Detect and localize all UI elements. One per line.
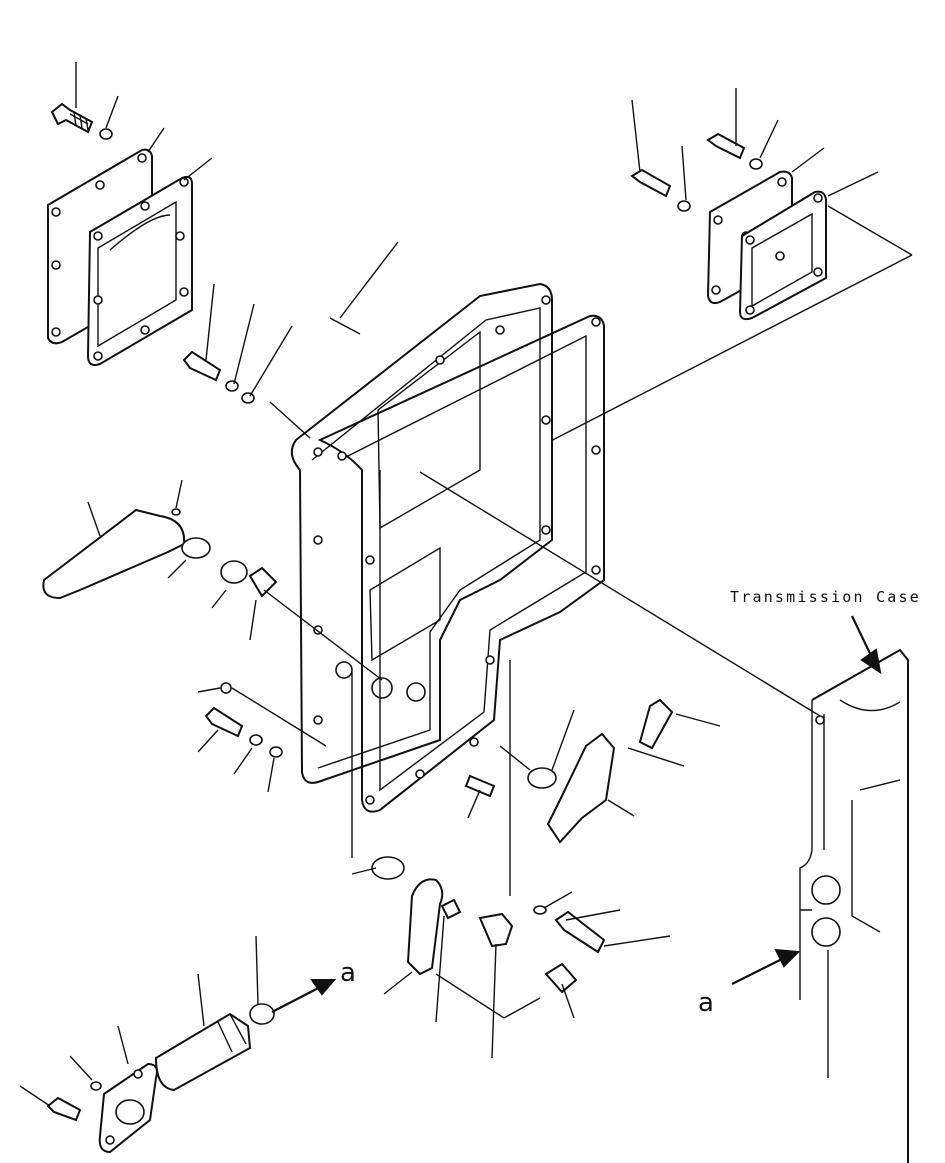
upper-right-cover-assembly bbox=[440, 88, 912, 498]
gasket-left bbox=[88, 177, 192, 365]
main-gasket bbox=[320, 316, 604, 812]
main-housing bbox=[292, 284, 552, 783]
transmission-case-label: Transmission Case bbox=[730, 588, 921, 606]
view-a-label: a bbox=[698, 988, 714, 1018]
lower-linkage bbox=[352, 660, 670, 1058]
shaft-flange-assembly bbox=[20, 936, 334, 1152]
fasteners-mid-left bbox=[184, 284, 360, 792]
upper-left-cover-assembly bbox=[48, 62, 212, 365]
transmission-case bbox=[420, 472, 908, 1163]
gasket-outline bbox=[320, 316, 604, 812]
housing-body bbox=[292, 284, 552, 783]
shift-lever-left bbox=[43, 402, 382, 680]
view-a-label: a bbox=[340, 958, 356, 988]
detent-lever-right bbox=[340, 242, 720, 842]
